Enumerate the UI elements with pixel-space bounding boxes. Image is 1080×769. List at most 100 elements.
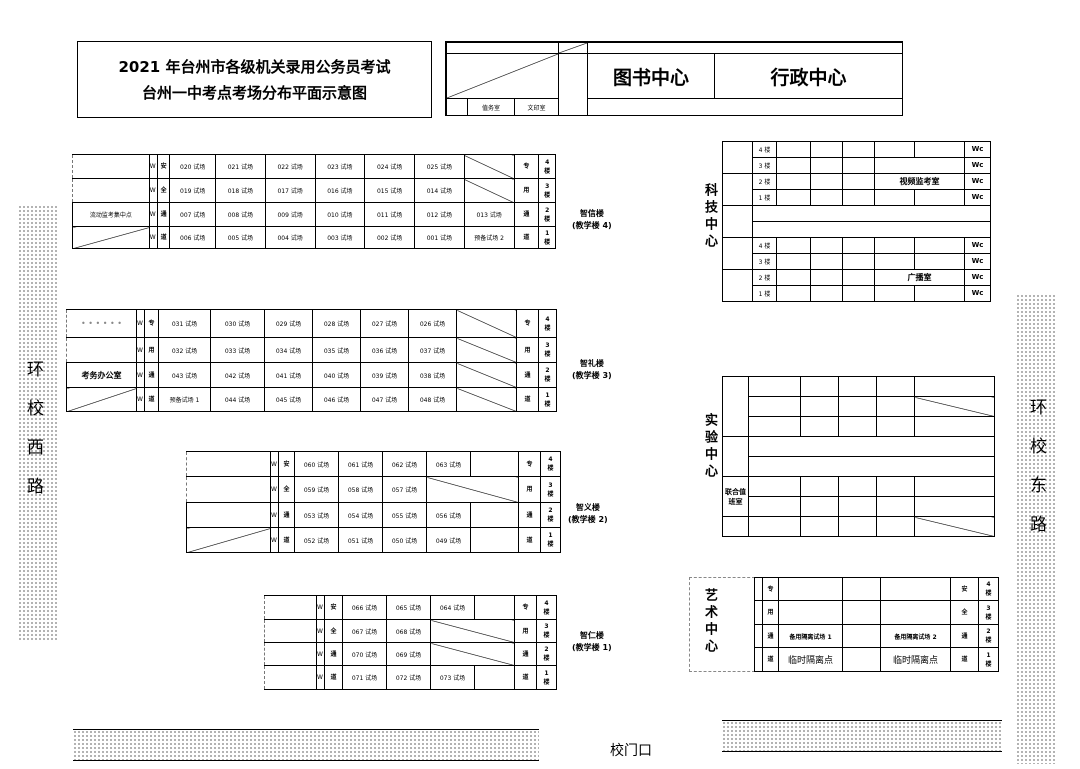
blank-cell <box>430 619 515 643</box>
blank-cell <box>842 253 875 270</box>
blank-cell <box>66 387 137 412</box>
room-cell: 008 试场 <box>215 202 266 227</box>
room-cell: 道 <box>278 527 295 553</box>
room-cell: W C <box>136 387 145 412</box>
room-cell: 018 试场 <box>215 178 266 203</box>
room-cell: 068 试场 <box>386 619 431 643</box>
blank-cell <box>72 178 150 203</box>
room-cell: 032 试场 <box>158 337 211 363</box>
room-cell: 030 试场 <box>210 309 265 338</box>
room-cell: W C <box>136 362 145 388</box>
zhiren-label: 智仁楼(教学楼 1) <box>572 631 612 652</box>
room-cell: 009 试场 <box>264 202 316 227</box>
mobile-invigilation-point: 流动监考集中点 <box>72 202 150 227</box>
blank-cell <box>776 189 811 206</box>
room-cell: 通 <box>324 642 343 666</box>
blank-cell <box>426 476 519 503</box>
blank-cell <box>456 362 517 388</box>
room-cell: 057 试场 <box>382 476 427 503</box>
blank-cell <box>874 285 915 302</box>
blank-cell <box>456 309 517 338</box>
blank-cell <box>186 502 271 528</box>
blank-cell <box>914 253 965 270</box>
room-cell: 031 试场 <box>158 309 211 338</box>
room-cell: 026 试场 <box>408 309 457 338</box>
room-cell: 道 <box>762 647 779 672</box>
blank-cell <box>722 436 749 477</box>
room-cell: 054 试场 <box>338 502 383 528</box>
room-cell: Wc <box>964 189 991 206</box>
room-cell: 安 <box>324 595 343 620</box>
room-cell: 063 试场 <box>426 451 471 477</box>
room-cell: 034 试场 <box>264 337 313 363</box>
blank-cell <box>752 205 991 222</box>
blank-cell <box>186 527 271 553</box>
room-cell: W C <box>316 595 325 620</box>
blank-cell <box>838 416 877 437</box>
room-cell: 4 楼 <box>752 141 777 158</box>
spare-room-2: 备用隔离试场 2 <box>880 624 951 648</box>
blank-cell <box>722 141 753 174</box>
room-cell: 070 试场 <box>342 642 387 666</box>
room-cell: 用 <box>513 178 540 203</box>
room-cell: Wc <box>964 157 991 174</box>
blank-cell <box>810 141 843 158</box>
room-cell: 用 <box>144 337 159 363</box>
table-cell: 楼 <box>544 167 551 175</box>
room-cell: 058 试场 <box>338 476 383 503</box>
shiyan-building: 联合值班室 <box>722 376 995 537</box>
isolation-point-2: 临时隔离点 <box>880 647 951 672</box>
blank-cell <box>722 173 753 206</box>
blank-cell <box>914 141 965 158</box>
blank-cell <box>752 221 991 238</box>
admin-center: 行政中心 <box>714 53 903 99</box>
blank-cell <box>810 157 843 174</box>
table-cell: 楼 <box>544 215 551 223</box>
blank-cell <box>810 285 843 302</box>
room-cell: 安 <box>156 154 171 179</box>
table-cell: 楼 <box>547 516 554 523</box>
blank-cell <box>800 396 839 417</box>
blank-cell <box>914 516 995 537</box>
spare-room-1: 备用隔离试场 1 <box>778 624 843 648</box>
blank-cell <box>456 387 517 412</box>
east-road-strip <box>1016 294 1056 764</box>
blank-cell <box>880 600 951 625</box>
blank-cell <box>776 173 811 190</box>
room-cell: 预备试场 1 <box>158 387 211 412</box>
blank-cell <box>463 154 515 179</box>
room-cell: 062 试场 <box>382 451 427 477</box>
room-cell: 043 试场 <box>158 362 211 388</box>
exam-affairs-office: 考务办公室 <box>66 362 137 388</box>
blank-cell <box>722 237 753 270</box>
video-monitor-room: 视频监考室 <box>874 173 965 190</box>
room-cell: 道 <box>518 527 541 553</box>
room-cell: 专 <box>762 577 779 601</box>
blank-cell <box>810 189 843 206</box>
blank-cell <box>842 600 881 625</box>
table-cell <box>446 53 559 99</box>
room-cell: 用 <box>516 337 539 363</box>
room-cell: 012 试场 <box>414 202 465 227</box>
blank-cell <box>748 516 801 537</box>
blank-cell <box>754 647 763 672</box>
room-cell: 066 试场 <box>342 595 387 620</box>
blank-cell <box>776 253 811 270</box>
room-cell: 专 <box>513 154 540 179</box>
room-cell: W C <box>136 337 145 363</box>
room-cell: 020 试场 <box>169 154 216 179</box>
room-cell: 3 楼 <box>752 253 777 270</box>
blank-cell <box>914 476 995 497</box>
blank-cell <box>876 516 915 537</box>
room-cell: 专 <box>514 595 537 620</box>
blank-cell <box>778 600 843 625</box>
blank-cell <box>838 396 877 417</box>
room-cell: 064 试场 <box>430 595 475 620</box>
table-cell: 楼 <box>985 637 992 644</box>
room-cell: 025 试场 <box>414 154 465 179</box>
blank-cell <box>264 665 317 690</box>
